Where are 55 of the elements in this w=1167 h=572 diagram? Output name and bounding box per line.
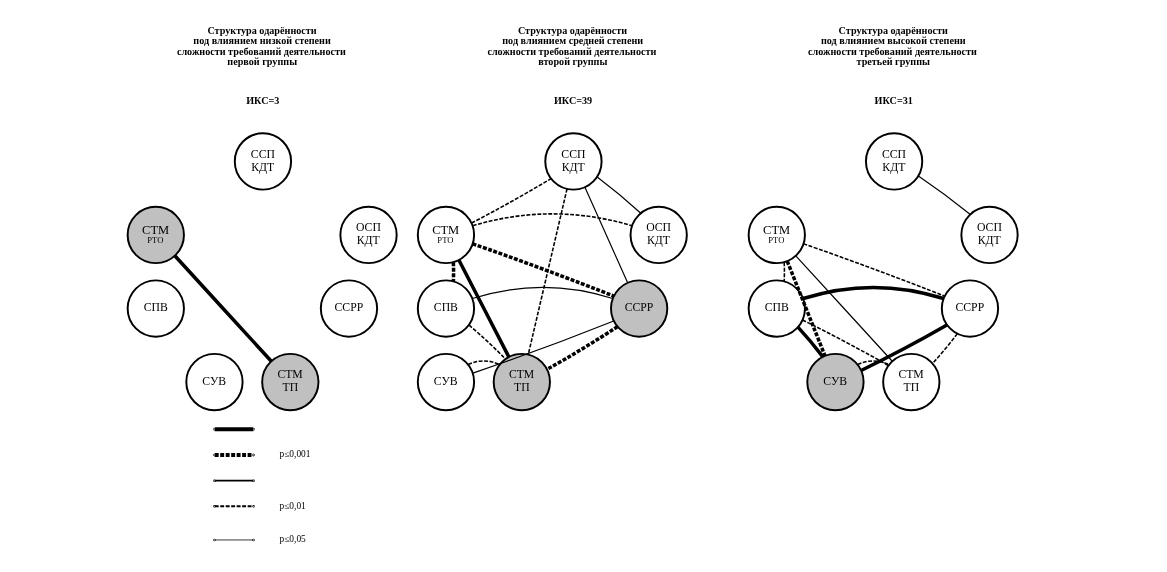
node-circle: СПВ (747, 279, 806, 338)
label: Структура одарённости под влиянием низкой степени сложности требований деятельности первой группы (176, 25, 346, 67)
node-circle: ССП КДТ (864, 132, 923, 191)
connector (917, 175, 971, 215)
connector (456, 259, 510, 358)
connector (471, 242, 614, 298)
connector (856, 360, 890, 366)
node-circle: ОСП КДТ (338, 205, 398, 265)
connector (794, 255, 893, 362)
node-circle: ССРР (940, 279, 999, 338)
node-circle: ССРР (609, 279, 668, 338)
node-circle: ССП КДТ (233, 132, 292, 191)
label: ИКС=39 (553, 94, 592, 106)
connector (596, 176, 641, 214)
node-circle: СТМ РТО (747, 205, 806, 265)
connector (451, 262, 455, 282)
connector (782, 261, 785, 282)
connector (931, 333, 958, 365)
label: ИКС=31 (874, 94, 913, 106)
connector (173, 254, 273, 363)
connector (802, 243, 945, 297)
node-circle: СУВ (416, 352, 475, 412)
node-circle: СПВ (126, 279, 185, 338)
connector (801, 319, 889, 367)
node-circle: СТМ РТО (416, 205, 475, 265)
node-circle: СТМ ТП (260, 352, 319, 412)
connector (785, 260, 827, 357)
connector (802, 285, 944, 301)
label: Структура одарённости под влиянием средней степени сложности требований деятельности второй группы (486, 25, 656, 67)
connector (527, 188, 568, 356)
node-circle: ОСП КДТ (629, 205, 688, 265)
node-circle: ОСП КДТ (959, 205, 1019, 265)
label: ИКС=3 (245, 94, 279, 106)
node-circle: СТМ ТП (492, 352, 551, 412)
node-circle: СПВ (416, 279, 475, 338)
node-circle: ССП КДТ (543, 132, 603, 191)
connector (859, 323, 948, 373)
connector (470, 177, 552, 224)
connector (471, 213, 633, 227)
connector (471, 286, 613, 300)
connector (796, 325, 824, 358)
node-circle: СУВ (805, 352, 865, 412)
node-circle: СТМ РТО (126, 205, 185, 265)
connector (583, 186, 628, 284)
legend-label: p≤0,05 (279, 534, 306, 545)
node-circle: СТМ ТП (881, 352, 940, 412)
legend-label: p≤0,001 (279, 449, 310, 460)
connector (545, 325, 618, 371)
label: Структура одарённости под влиянием высокой степени сложности требований деятельности третьей группы (807, 25, 977, 67)
legend-label: p≤0,01 (279, 500, 306, 511)
connector (471, 320, 614, 374)
node-circle: СУВ (184, 352, 244, 412)
node-circle: ССРР (319, 279, 378, 338)
connector (467, 324, 506, 360)
connector (466, 360, 500, 366)
